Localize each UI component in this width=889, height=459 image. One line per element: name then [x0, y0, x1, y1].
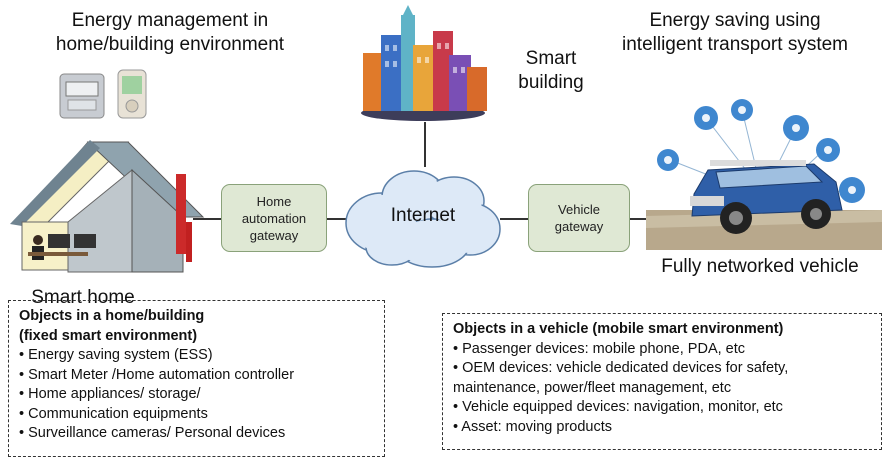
smart-home-label: Smart home	[31, 287, 135, 308]
home-automation-gateway: Home automation gateway	[221, 184, 327, 252]
smart-home-illustration	[10, 140, 205, 273]
list-item: • Surveillance cameras/ Personal devices	[19, 425, 286, 441]
list-item: • OEM devices: vehicle dedicated devices…	[453, 360, 789, 376]
list-item: • Vehicle equipped devices: navigation, …	[453, 399, 783, 415]
vehicle-gateway: Vehicle gateway	[528, 184, 630, 252]
home-environment-title: Energy management in home/building envir…	[55, 10, 285, 55]
device-bubbles	[657, 99, 865, 203]
vehicle-box-heading: Objects in a vehicle (mobile smart envir…	[453, 321, 784, 337]
list-item: maintenance, power/fleet management, etc	[453, 379, 732, 396]
connector-vehicle-gateway-to-car	[630, 218, 652, 220]
networked-vehicle-illustration	[646, 98, 882, 250]
connector-building-to-internet	[424, 122, 426, 167]
home-objects-box: Objects in a home/building (fixed smart …	[8, 300, 385, 457]
list-item: • Home appliances/ storage/	[19, 386, 201, 402]
internet-cloud	[345, 170, 501, 268]
vehicle-objects-box: Objects in a vehicle (mobile smart envir…	[442, 313, 882, 450]
transport-title: Energy saving using intelligent transpor…	[622, 10, 848, 55]
list-item: • Smart Meter /Home automation controlle…	[19, 366, 295, 383]
home-box-heading-line1: Objects in a home/building	[19, 308, 205, 324]
connector-house-to-home-gateway	[193, 218, 221, 220]
internet-label: Internet	[390, 205, 456, 226]
home-box-heading-line2: (fixed smart environment)	[19, 327, 198, 344]
list-item: • Asset: moving products	[453, 418, 613, 435]
connector-home-gateway-to-internet	[327, 218, 347, 220]
smart-meter-icons	[59, 69, 147, 119]
smart-building-title: Smart building	[518, 48, 584, 93]
list-item: • Communication equipments	[19, 405, 208, 422]
list-item: • Passenger devices: mobile phone, PDA, …	[453, 340, 746, 357]
connector-internet-to-vehicle-gateway	[500, 218, 528, 220]
networked-vehicle-label: Fully networked vehicle	[661, 256, 859, 277]
smart-building-illustration	[361, 5, 487, 121]
list-item: • Energy saving system (ESS)	[19, 347, 213, 363]
